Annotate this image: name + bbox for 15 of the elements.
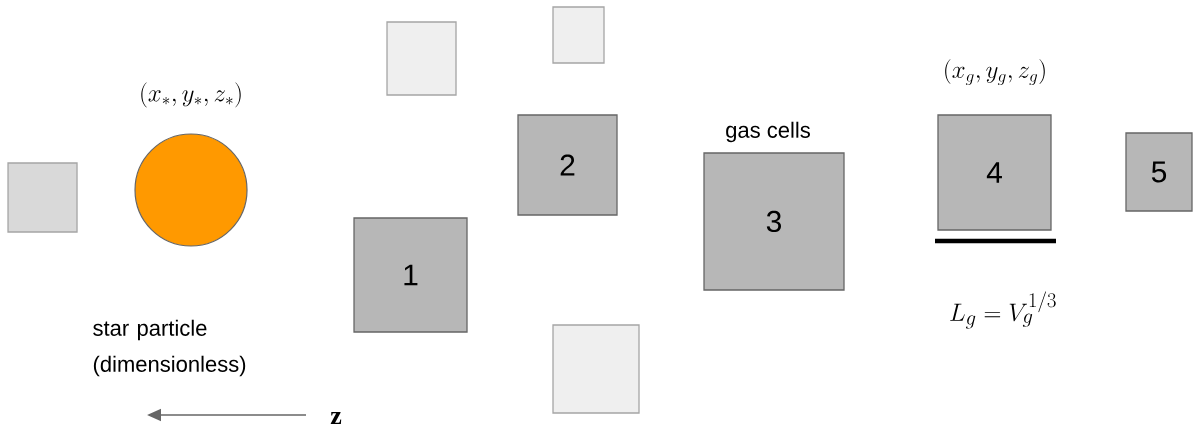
faint-cell-box — [552, 6, 605, 64]
coordinate-formula: $(x_g, y_g, z_g)$ — [945, 59, 1045, 86]
formula: $L_g = V_g^{1/3}$ — [950, 291, 1056, 329]
gas-cell-box: 2 — [517, 114, 618, 216]
gas-cell-box: 3 — [703, 152, 845, 291]
faint-cell-box — [386, 21, 457, 96]
gas-cell-box: 1 — [353, 217, 468, 333]
faint-cell-box — [7, 162, 78, 233]
coordinate-formula: $(x_*, y_*, z_*)$ — [141, 82, 241, 108]
axis-letter: z — [330, 412, 342, 424]
gas-cell-box: 5 — [1125, 132, 1193, 212]
gas-cell-box: 4 — [937, 114, 1052, 231]
caption-text: star particle (dimensionless) — [93, 319, 246, 377]
star-circle — [134, 133, 248, 247]
faint-cell-box — [552, 324, 640, 414]
